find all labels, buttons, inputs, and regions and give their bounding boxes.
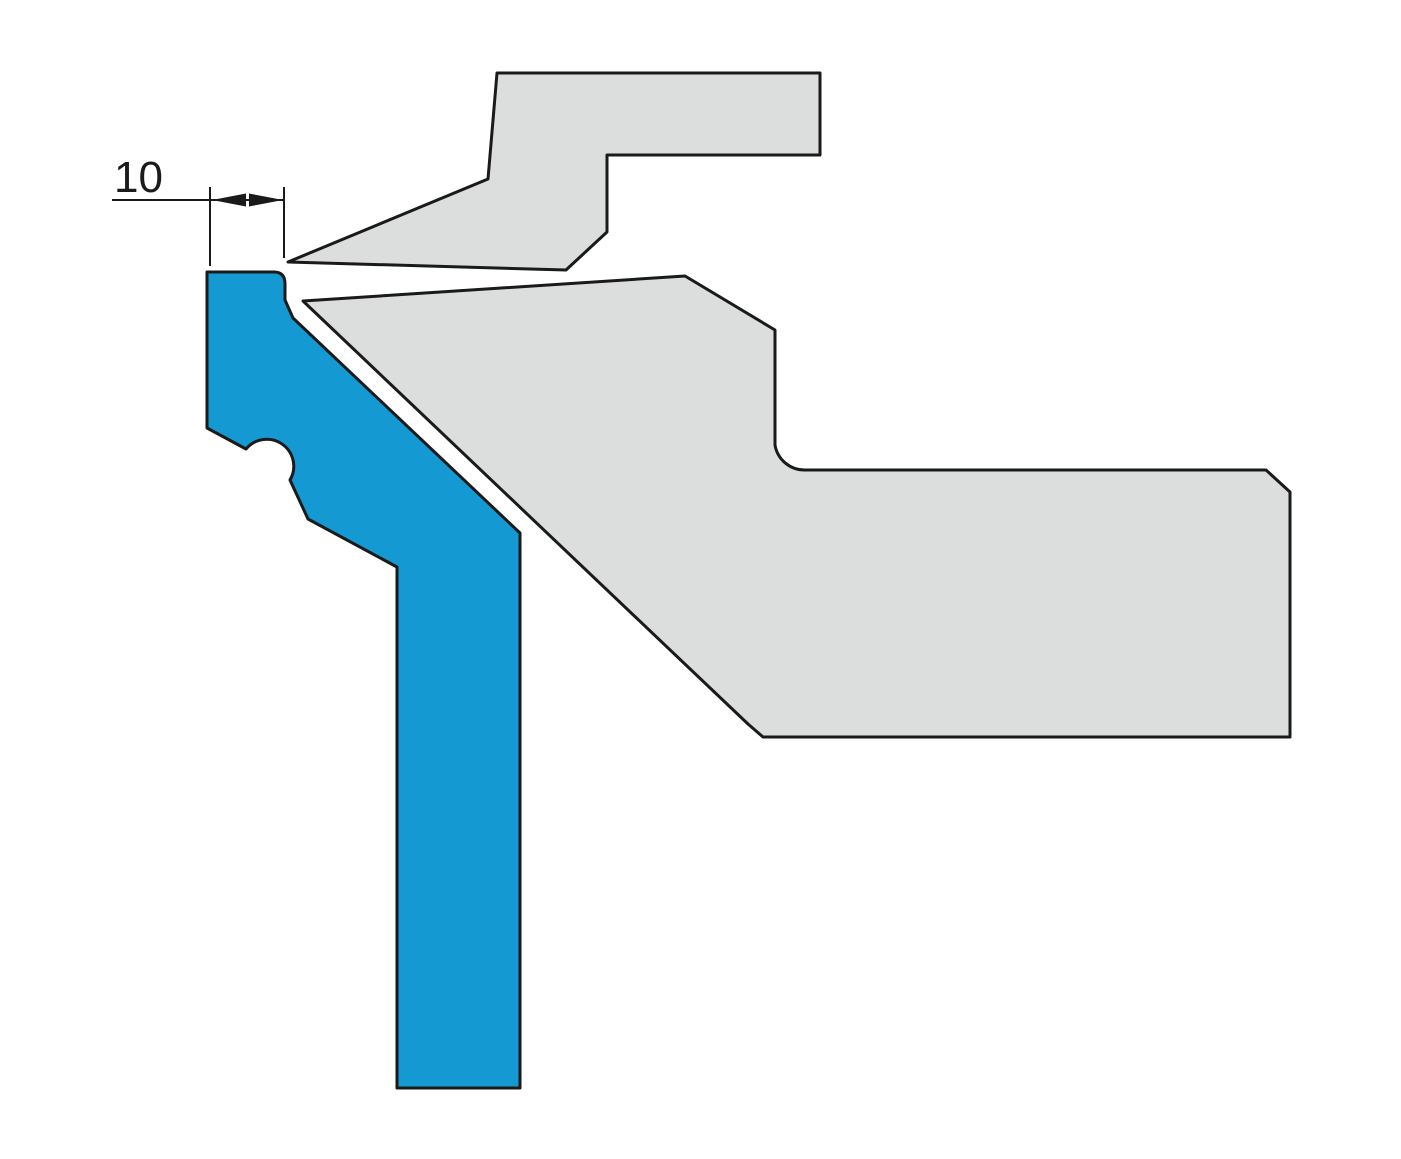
workpiece-blue-part-shape [205, 270, 522, 1090]
dimension-annotation: 10 [112, 153, 285, 266]
dimension-arrow-right-icon [249, 193, 283, 207]
dimension-arrow-left-icon [212, 193, 246, 207]
lower-tool-die-shape [301, 274, 1292, 739]
upper-tool-punch-shape [286, 71, 822, 272]
dimension-value: 10 [114, 153, 163, 202]
